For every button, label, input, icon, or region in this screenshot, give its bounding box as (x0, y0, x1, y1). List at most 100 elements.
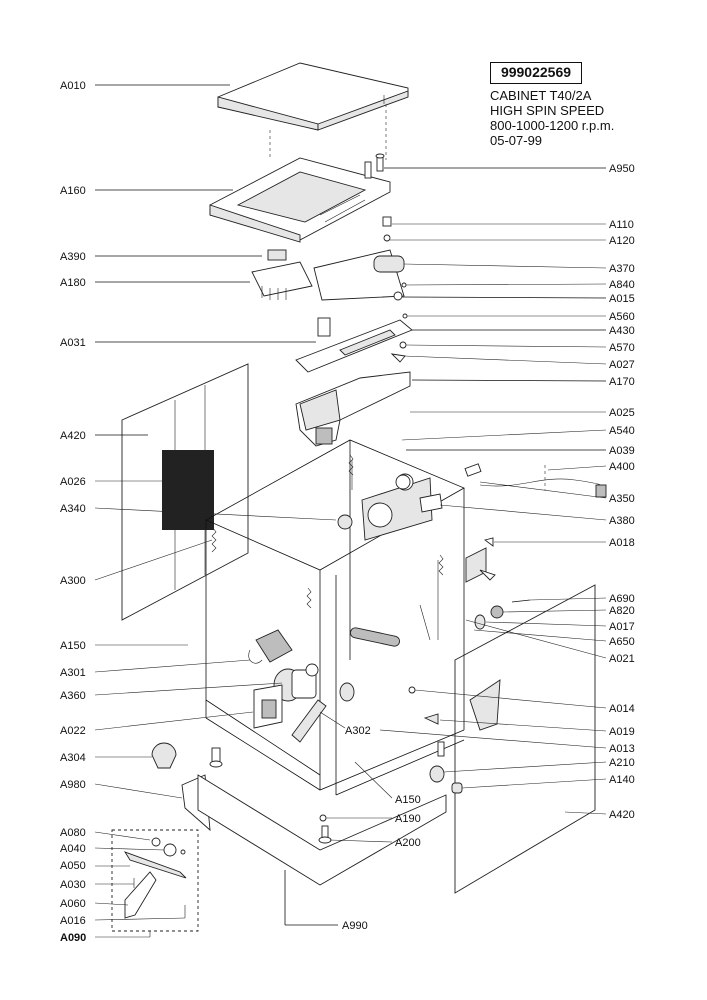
label-a690: A690 (609, 593, 635, 605)
part-a017 (474, 614, 486, 630)
label-a060: A060 (60, 898, 86, 910)
control-bracket (251, 261, 313, 297)
small-bush (382, 216, 392, 227)
label-a050: A050 (60, 860, 86, 872)
spring-top (348, 454, 354, 476)
label-a190: A190 (395, 813, 421, 825)
info-line-spin: HIGH SPIN SPEED (490, 103, 605, 118)
spring-right (438, 554, 444, 576)
switch-bracket (267, 249, 287, 261)
label-a090: A090 (60, 932, 86, 944)
label-a360: A360 (60, 690, 86, 702)
label-a540: A540 (609, 425, 635, 437)
screw-a014 (408, 686, 416, 694)
foot-a013 (437, 741, 445, 757)
label-a990: A990 (342, 920, 368, 932)
mains-plug (595, 484, 607, 498)
label-a340: A340 (60, 503, 86, 515)
label-a380: A380 (609, 515, 635, 527)
label-a022: A022 (60, 725, 86, 737)
label-a950: A950 (609, 163, 635, 175)
cam-knob (151, 742, 177, 769)
nut-a015 (393, 291, 403, 301)
label-a080: A080 (60, 827, 86, 839)
info-line-date: 05-07-99 (490, 133, 543, 148)
label-a560: A560 (609, 311, 635, 323)
label-a150-left: A150 (60, 640, 86, 652)
label-a039: A039 (609, 445, 635, 457)
screws-row (261, 286, 287, 300)
label-a025: A025 (609, 407, 635, 419)
label-a110: A110 (609, 219, 634, 231)
label-a014: A014 (609, 703, 635, 715)
label-a820: A820 (609, 605, 635, 617)
info-line-rpm: 800-1000-1200 r.p.m. (490, 118, 615, 133)
label-a019: A019 (609, 726, 635, 738)
bolt-a690 (511, 599, 531, 603)
label-a840: A840 (609, 279, 635, 291)
label-a013: A013 (609, 743, 635, 755)
label-a420-left: A420 (60, 430, 86, 442)
label-a160: A160 (60, 185, 86, 197)
screw-a190 (319, 814, 327, 822)
label-a390: A390 (60, 251, 86, 263)
label-a350: A350 (609, 493, 635, 505)
pump-cover (255, 629, 293, 663)
capacitor (373, 255, 405, 273)
drawing-parts (111, 62, 607, 932)
label-a030: A030 (60, 879, 86, 891)
leader-lines (94, 84, 607, 938)
label-a200: A200 (395, 837, 421, 849)
label-a026: A026 (60, 476, 86, 488)
label-a017: A017 (609, 621, 635, 633)
part-a380 (419, 493, 443, 513)
door-lock-assembly (123, 837, 187, 919)
label-a140: A140 (609, 774, 635, 786)
label-a210: A210 (609, 757, 635, 769)
label-a031: A031 (60, 337, 86, 349)
label-a420-right: A420 (609, 809, 635, 821)
label-a304: A304 (60, 752, 86, 764)
cable-clips (395, 463, 482, 490)
nut-a820 (490, 605, 504, 619)
label-a016: A016 (60, 915, 86, 927)
spring-left (211, 527, 217, 553)
label-a015: A015 (609, 293, 635, 305)
label-a040: A040 (60, 843, 86, 855)
washer-a840 (401, 282, 407, 288)
side-panel-right (454, 584, 596, 894)
part-a018 (483, 537, 494, 547)
label-a300: A300 (60, 575, 86, 587)
label-a570: A570 (609, 342, 635, 354)
label-a021: A021 (609, 653, 635, 665)
info-line-model: CABINET T40/2A (490, 88, 592, 103)
part-a570 (399, 341, 407, 349)
cabinet-frame (205, 439, 465, 796)
label-a650: A650 (609, 636, 635, 648)
label-a018: A018 (609, 537, 635, 549)
spring-mid (306, 587, 312, 609)
detail-box-a090 (111, 829, 199, 932)
kickplate (197, 774, 447, 886)
label-a430: A430 (609, 325, 635, 337)
top-frame (209, 157, 391, 243)
pump-hose (291, 699, 327, 743)
hinge-pins (364, 153, 385, 179)
label-a170: A170 (609, 376, 635, 388)
small-screw (383, 234, 391, 242)
screw-a560 (402, 313, 408, 319)
labels-center: A302 A150 A190 A200 A990 (342, 725, 421, 932)
shock-absorber (349, 627, 401, 647)
insulation-mat (162, 450, 214, 530)
labels-right: A950 A110 A120 A370 A840 A015 A560 A430 … (609, 163, 635, 821)
top-lid (217, 62, 409, 131)
part-number-box: 999022569 (490, 62, 582, 84)
labels-left: A010 A160 A390 A180 A031 A420 A026 A340 … (60, 80, 86, 944)
part-a340 (337, 514, 353, 530)
label-a180: A180 (60, 277, 86, 289)
label-a120: A120 (609, 235, 635, 247)
label-a980: A980 (60, 779, 86, 791)
part-a140 (451, 782, 463, 794)
label-a027: A027 (609, 359, 635, 371)
